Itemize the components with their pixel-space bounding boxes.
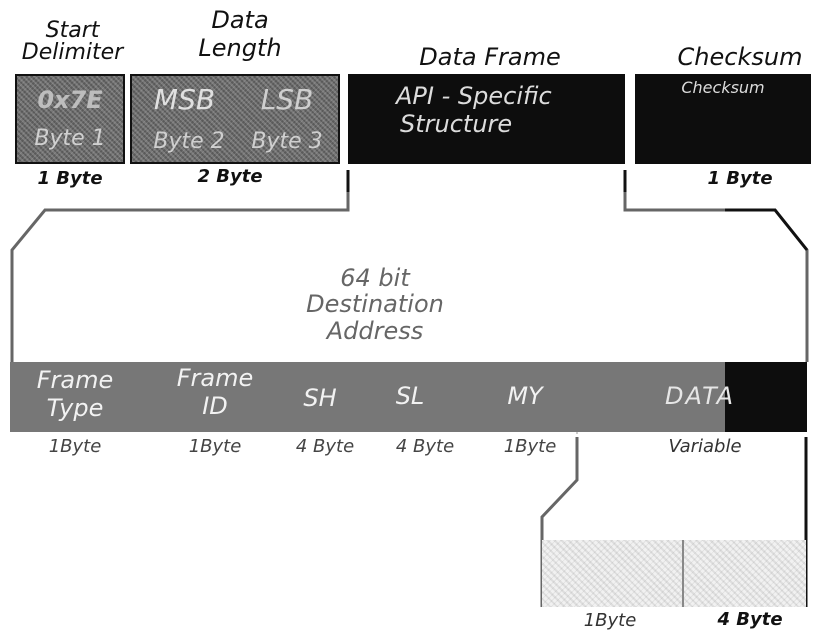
size-checksum: 1 Byte xyxy=(690,168,790,189)
start-delimiter-value: 0x7E xyxy=(17,88,123,112)
api-label-line2: Structure xyxy=(396,112,625,136)
checksum-box-label: Checksum xyxy=(635,74,811,96)
size-sl: 4 Byte xyxy=(380,436,470,457)
api-label-line1: API - Specific xyxy=(396,84,625,108)
header-data-length: Data Length xyxy=(170,8,310,60)
size-bottom-left: 1Byte xyxy=(560,610,660,631)
size-bottom-right: 4 Byte xyxy=(700,609,800,630)
field-sl: SL xyxy=(380,384,440,408)
bracket-right-dark xyxy=(725,210,807,250)
start-delimiter-box: 0x7E Byte 1 xyxy=(15,74,125,164)
bottom-box-left xyxy=(542,540,682,607)
header-checksum: Checksum xyxy=(660,45,820,69)
header-start-delimiter: Start Delimiter xyxy=(5,20,140,64)
start-delimiter-byte: Byte 1 xyxy=(17,128,123,150)
bottom-box-divider xyxy=(682,540,684,607)
header-data-frame: Data Frame xyxy=(380,45,600,69)
destination-address: 64 bit Destination Address xyxy=(280,265,470,344)
field-my: MY xyxy=(490,384,560,408)
data-length-box: MSB LSB Byte 2 Byte 3 xyxy=(130,74,340,164)
size-frame-type: 1Byte xyxy=(25,436,125,457)
size-start: 1 Byte xyxy=(20,168,120,189)
size-frame-id: 1Byte xyxy=(165,436,265,457)
msb-label: MSB xyxy=(137,86,232,114)
byte2-label: Byte 2 xyxy=(134,131,244,153)
field-data: DATA xyxy=(640,384,760,408)
size-my: 1Byte xyxy=(480,436,580,457)
field-sh: SH xyxy=(290,386,350,410)
bottom-box-right xyxy=(684,540,806,607)
api-specific-box: API - Specific Structure xyxy=(348,74,625,164)
byte3-label: Byte 3 xyxy=(237,131,337,153)
field-frame-id: Frame ID xyxy=(160,366,270,418)
lsb-label: LSB xyxy=(237,86,337,114)
size-data: Variable xyxy=(645,436,765,457)
field-frame-type: Frame Type xyxy=(20,368,130,420)
size-sh: 4 Byte xyxy=(280,436,370,457)
checksum-box: Checksum xyxy=(635,74,811,164)
size-length: 2 Byte xyxy=(180,166,280,187)
bracket-right xyxy=(625,172,807,362)
